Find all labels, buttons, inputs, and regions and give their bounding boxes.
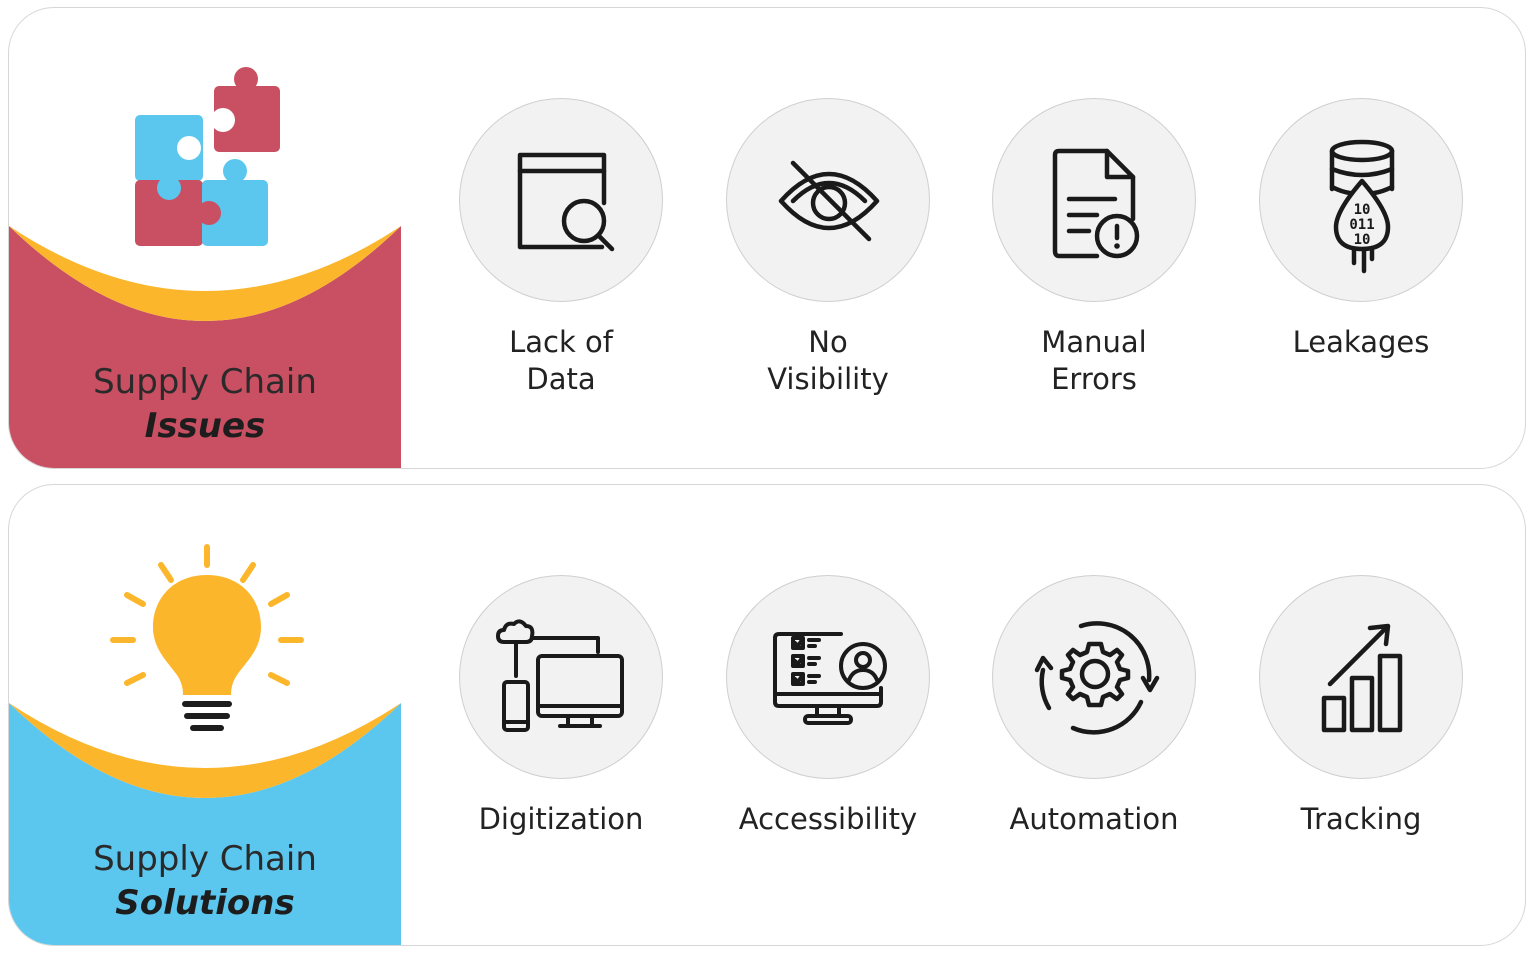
- solution-circle: [459, 575, 663, 779]
- solution-circle: [726, 575, 930, 779]
- issue-item-manual-errors: Manual Errors: [964, 98, 1224, 398]
- solution-label: Digitization: [478, 802, 644, 836]
- issue-label: Lack of Data: [509, 325, 613, 396]
- issue-label: No Visibility: [767, 325, 889, 396]
- issues-sidebar-background: [9, 67, 401, 468]
- issues-title: Supply Chain Issues: [9, 360, 401, 448]
- issues-panel: Supply Chain Issues Lack of Data: [8, 7, 1526, 469]
- document-error-icon: [1052, 148, 1140, 259]
- issue-circle: [992, 98, 1196, 302]
- solutions-title-line1: Supply Chain: [93, 839, 317, 879]
- solution-label: Accessibility: [738, 802, 918, 836]
- solution-circle: [992, 575, 1196, 779]
- solution-item-accessibility: Accessibility: [698, 575, 958, 838]
- leak-bit-row: 10: [1354, 232, 1371, 248]
- issue-circle: 10 011 10: [1259, 98, 1463, 302]
- solution-label: Automation: [1009, 802, 1179, 836]
- solutions-sidebar-background: [9, 544, 401, 945]
- solution-item-digitization: Digitization: [431, 575, 691, 838]
- solutions-panel: Supply Chain Solutions: [8, 484, 1526, 946]
- devices-cloud-icon: [496, 619, 624, 732]
- lightbulb-icon: [110, 544, 304, 731]
- issue-circle: [459, 98, 663, 302]
- growth-chart-icon: [1321, 623, 1403, 733]
- issue-circle: [726, 98, 930, 302]
- gear-cycle-icon: [1034, 621, 1160, 735]
- solution-item-tracking: Tracking: [1231, 575, 1491, 838]
- issues-title-line2: Issues: [144, 406, 266, 446]
- solutions-sidebar: Supply Chain Solutions: [9, 485, 401, 945]
- solution-circle: [1259, 575, 1463, 779]
- issue-label: Manual Errors: [1041, 325, 1147, 396]
- solution-label: Tracking: [1300, 802, 1422, 836]
- issues-sidebar: Supply Chain Issues: [9, 8, 401, 468]
- issue-item-lack-of-data: Lack of Data: [431, 98, 691, 398]
- solutions-title-line2: Solutions: [115, 883, 295, 923]
- solutions-title: Supply Chain Solutions: [9, 837, 401, 925]
- solution-item-automation: Automation: [964, 575, 1224, 838]
- issue-label: Leakages: [1292, 325, 1430, 359]
- eye-off-icon: [778, 160, 880, 242]
- leak-bit-row: 10: [1354, 202, 1371, 218]
- monitor-checklist-user-icon: [773, 632, 887, 725]
- issues-title-line1: Supply Chain: [93, 362, 317, 402]
- puzzle-icon: [135, 67, 280, 246]
- leak-bit-row: 011: [1349, 217, 1374, 233]
- data-search-icon: [517, 152, 615, 252]
- data-leak-icon: 10 011 10: [1329, 139, 1395, 274]
- issue-item-leakages: 10 011 10 Leakages: [1231, 98, 1491, 361]
- issue-item-no-visibility: No Visibility: [698, 98, 958, 398]
